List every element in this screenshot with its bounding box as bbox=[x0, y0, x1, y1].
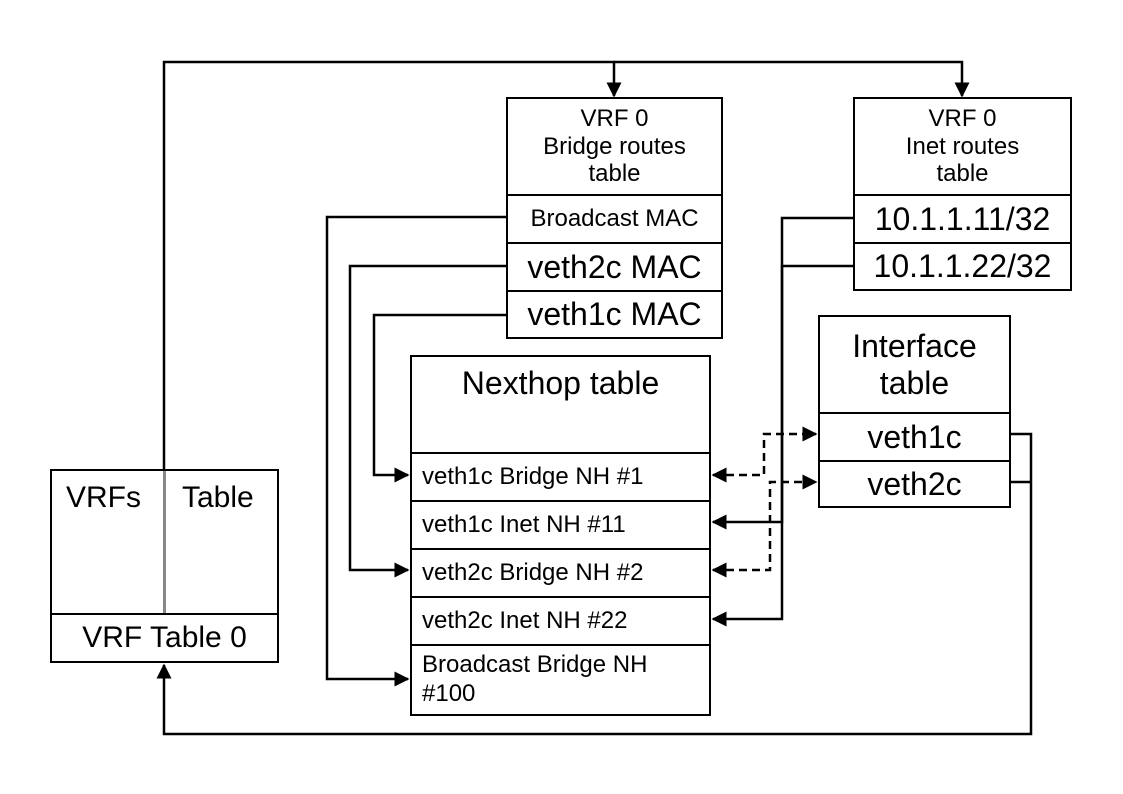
veth2c-mac-row: veth2c MAC bbox=[508, 242, 721, 290]
vrf-table-0-label: VRF Table 0 bbox=[82, 621, 247, 654]
nexthop-entry-label: veth2c Bridge NH #2 bbox=[422, 559, 644, 586]
vrf-to-inet-routes-line bbox=[614, 60, 970, 98]
vrfs-table-header: VRFs Table bbox=[52, 471, 277, 613]
nexthop-entry-label: Broadcast Bridge NH bbox=[422, 651, 648, 679]
interface-veth1c-label: veth1c bbox=[867, 418, 962, 455]
interface-veth2c-label: veth2c bbox=[867, 465, 962, 502]
nexthop-entry-label: veth1c Bridge NH #1 bbox=[422, 463, 644, 490]
bridge-routes-title-line: table bbox=[588, 160, 641, 188]
nexthop-row-inet-nh22: veth2c Inet NH #22 bbox=[412, 596, 709, 644]
veth1c-mac-row: veth1c MAC bbox=[508, 290, 721, 337]
veth2c-mac-label: veth2c MAC bbox=[527, 248, 702, 285]
interface-title-line: Interface bbox=[852, 327, 977, 364]
vrf-table-0-row: VRF Table 0 bbox=[52, 613, 277, 661]
inet-route-22-row: 10.1.1.22/32 bbox=[855, 242, 1070, 289]
nexthop-table: Nexthop table veth1c Bridge NH #1 veth1c… bbox=[410, 355, 711, 716]
inet-routes-title-line: VRF 0 bbox=[928, 105, 997, 133]
inet-route-11-row: 10.1.1.11/32 bbox=[855, 194, 1070, 242]
interface-row-veth2c: veth2c bbox=[820, 460, 1009, 506]
veth1c-mac-to-bridge-nh1-line bbox=[372, 313, 507, 483]
interface-table: Interface table veth1c veth2c bbox=[818, 315, 1011, 508]
bridge-routes-title-line: Bridge routes bbox=[543, 132, 686, 160]
nexthop-row-bridge-nh1: veth1c Bridge NH #1 bbox=[412, 452, 709, 500]
table-header-label: Table bbox=[182, 481, 254, 514]
bridge-routes-title-line: VRF 0 bbox=[580, 105, 649, 133]
broadcast-mac-label: Broadcast MAC bbox=[530, 205, 699, 232]
inet-routes-table: VRF 0 Inet routes table 10.1.1.11/32 10.… bbox=[853, 97, 1072, 291]
broadcast-mac-to-broadcast-nh-line bbox=[325, 215, 507, 687]
nexthop-row-inet-nh11: veth1c Inet NH #11 bbox=[412, 500, 709, 548]
inet-route-22-label: 10.1.1.22/32 bbox=[873, 248, 1052, 284]
veth1c-mac-label: veth1c MAC bbox=[527, 296, 702, 332]
interface-title-line: table bbox=[879, 364, 950, 401]
nexthop-header: Nexthop table bbox=[412, 357, 709, 452]
inet-routes-title-line: Inet routes bbox=[905, 132, 1020, 160]
interface-row-veth1c: veth1c bbox=[820, 412, 1009, 460]
nexthop-row-bridge-nh2: veth2c Bridge NH #2 bbox=[412, 548, 709, 596]
nexthop-entry-label: #100 bbox=[422, 680, 476, 707]
interface-to-vrf-line bbox=[156, 432, 1033, 736]
interface-header: Interface table bbox=[820, 317, 1009, 412]
vrfs-table-divider bbox=[163, 471, 166, 613]
bridge-nh1-to-veth1c-dashed-line bbox=[711, 426, 818, 483]
nexthop-entry-label: veth2c Inet NH #22 bbox=[422, 607, 628, 634]
inet-routes-header: VRF 0 Inet routes table bbox=[855, 99, 1070, 194]
bridge-routes-table: VRF 0 Bridge routes table Broadcast MAC … bbox=[506, 97, 723, 339]
vrfs-table: VRFs Table VRF Table 0 bbox=[50, 469, 279, 663]
inet-routes-title-line: table bbox=[936, 160, 989, 188]
bridge-routes-header: VRF 0 Bridge routes table bbox=[508, 99, 721, 194]
inet-route-11-label: 10.1.1.11/32 bbox=[874, 200, 1051, 237]
vrf-to-bridge-routes-line bbox=[162, 60, 622, 470]
veth2c-mac-to-bridge-nh2-line bbox=[348, 264, 507, 578]
bridge-nh2-to-veth2c-dashed-line bbox=[711, 474, 818, 578]
nexthop-title: Nexthop table bbox=[461, 365, 660, 401]
nexthop-entry-label: veth1c Inet NH #11 bbox=[422, 511, 626, 538]
vrfs-header-label: VRFs bbox=[66, 481, 141, 514]
broadcast-mac-row: Broadcast MAC bbox=[508, 194, 721, 242]
nexthop-row-broadcast-nh: Broadcast Bridge NH #100 bbox=[412, 644, 709, 714]
